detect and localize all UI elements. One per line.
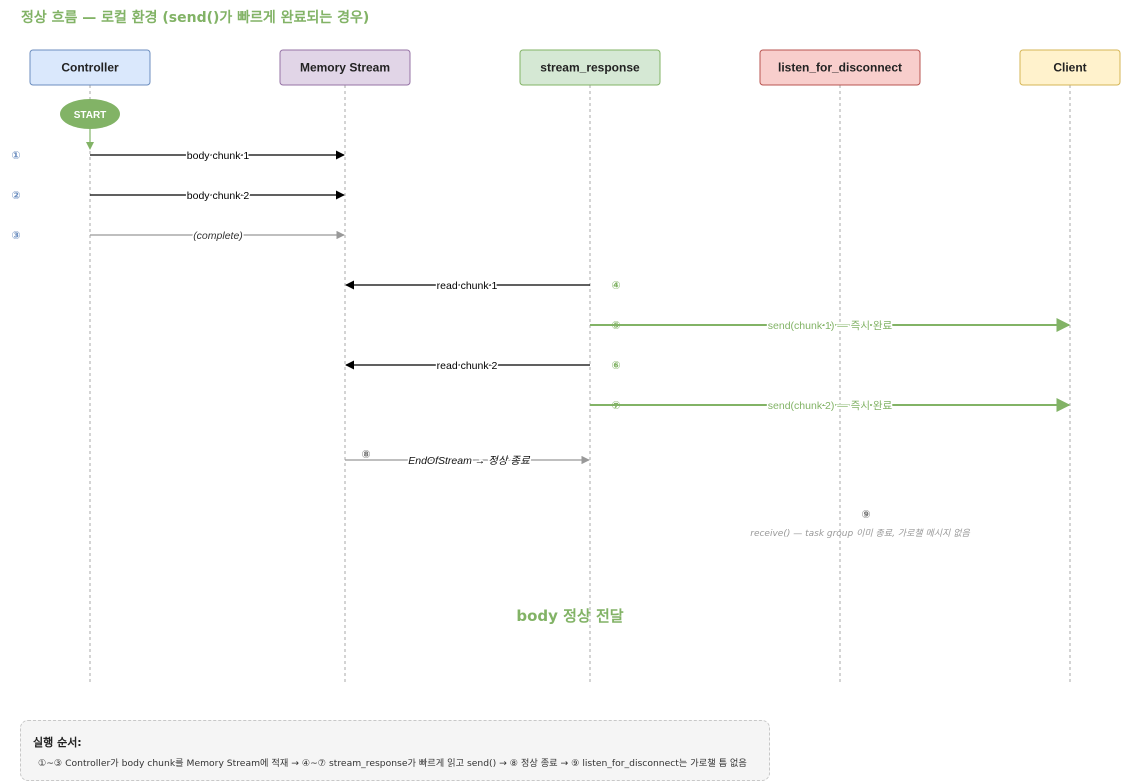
step-marker: ② <box>11 189 20 202</box>
start-node <box>60 99 120 129</box>
participant-box-controller <box>29 49 151 86</box>
step-marker: ④ <box>611 279 620 292</box>
message-6: read chunk 2 ⑥ <box>345 359 621 374</box>
message-label: send(chunk 2) — 즉시 완료 <box>768 399 893 412</box>
message-label: EndOfStream → 정상 종료 <box>408 455 531 467</box>
legend-text: ①~③ Controller가 body chunk를 Memory Strea… <box>38 758 747 769</box>
note-text: receive() — task group 이미 종료, 가로챌 메시지 없음 <box>750 528 970 539</box>
message-label: read chunk 1 <box>437 280 498 292</box>
message-label: send(chunk 1) — 즉시 완료 <box>768 319 893 332</box>
participant-stream: stream_response <box>519 49 661 86</box>
participant-listen: listen_for_disconnect <box>759 49 921 86</box>
diagram-title: 정상 흐름 — 로컬 환경 (send()가 빠르게 완료되는 경우) <box>21 10 370 26</box>
start-label: START <box>74 110 107 121</box>
note-step: ⑨ <box>861 508 870 521</box>
step-marker: ⑧ <box>361 448 370 461</box>
participant-label-memory: Memory Stream <box>300 61 390 75</box>
message-label: body chunk 2 <box>187 190 250 202</box>
message-2: body chunk 2 ② <box>11 189 345 204</box>
message-label: (complete) <box>193 230 243 242</box>
step-marker: ① <box>11 149 20 162</box>
step-marker: ③ <box>11 229 20 242</box>
step-marker: ⑤ <box>611 319 620 332</box>
message-label: read chunk 2 <box>437 360 498 372</box>
execution-order-legend: 실행 순서: ①~③ Controller가 body chunk를 Memor… <box>20 720 770 781</box>
result-label: body 정상 전달 <box>516 607 623 625</box>
step-marker: ⑥ <box>611 359 620 372</box>
participant-memory: Memory Stream <box>279 49 411 86</box>
sequence-diagram: Controller Memory Stream stream_response li… <box>11 49 1121 682</box>
message-5: send(chunk 1) — 즉시 완료 ⑤ <box>590 318 1071 334</box>
participant-box-client <box>1019 49 1121 86</box>
message-1: body chunk 1 ① <box>11 149 345 164</box>
message-label: body chunk 1 <box>187 150 250 162</box>
participant-label-client: Client <box>1053 61 1086 75</box>
participant-box-listen <box>759 49 921 86</box>
participant-label-listen: listen_for_disconnect <box>778 61 902 75</box>
participant-box-memory <box>279 49 411 86</box>
message-7: send(chunk 2) — 즉시 완료 ⑦ <box>590 398 1071 414</box>
message-8: EndOfStream → 정상 종료 ⑧ <box>345 448 590 469</box>
participant-client: Client <box>1019 49 1121 86</box>
legend-title: 실행 순서: <box>33 736 82 749</box>
step-marker: ⑦ <box>611 399 620 412</box>
start-arrowhead <box>86 142 94 150</box>
participant-controller: Controller <box>29 49 151 86</box>
participant-label-stream: stream_response <box>540 61 640 75</box>
participant-label-controller: Controller <box>61 61 119 75</box>
message-3: (complete) ③ <box>11 229 345 244</box>
participant-box-stream <box>519 49 661 86</box>
message-4: read chunk 1 ④ <box>345 279 621 294</box>
